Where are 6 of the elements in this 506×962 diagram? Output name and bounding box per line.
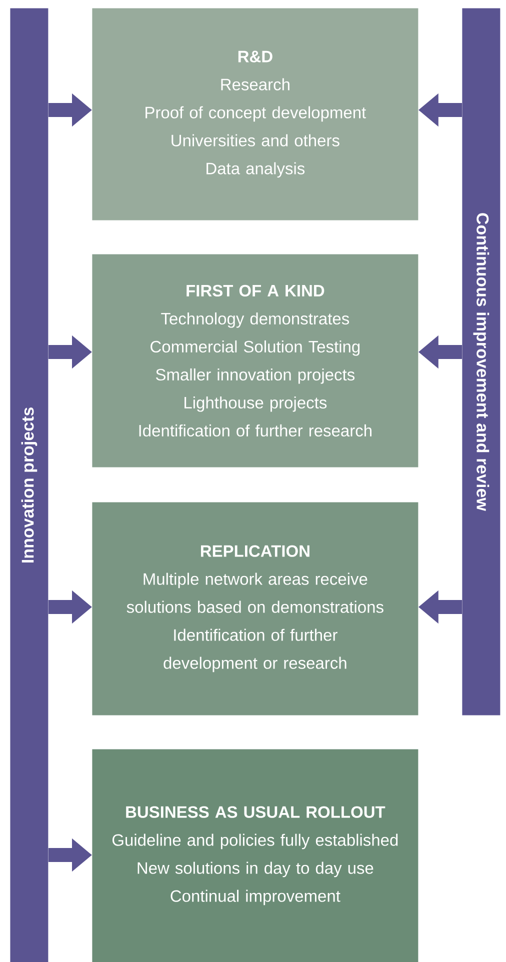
vertical-bar: Innovation projects	[10, 8, 48, 962]
vertical-bar: Continuous improvement and review	[462, 8, 500, 716]
stage-box: REPLICATION Multiple network areas receive solutions based on demonstrations Identification of further development or research	[92, 502, 418, 716]
stage-box: BUSINESS AS USUAL ROLLOUT Guideline and policies fully established New solutions in day to day use Continual improvement	[92, 749, 418, 962]
stage-box: FIRST OF A KIND Technology demonstrates Commercial Solution Testing Smaller innovation projects Lighthouse projects Identification of further research	[92, 254, 418, 468]
stage-box: R&D Research Proof of concept development Universities and others Data analysis	[92, 8, 418, 220]
